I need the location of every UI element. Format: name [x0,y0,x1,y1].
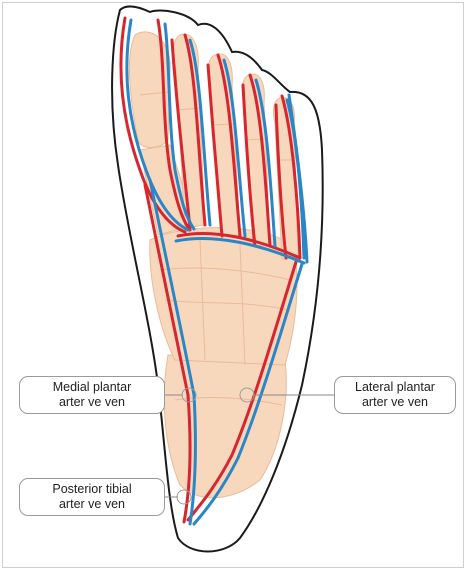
lateral-label-line1: Lateral plantar [355,380,435,395]
medial-label-line1: Medial plantar [53,380,132,395]
posterior-label-line2: arter ve ven [59,497,125,512]
foot-bones [129,32,298,498]
lateral-plantar-callout: Lateral plantar arter ve ven [334,376,456,414]
lateral-label-line2: arter ve ven [362,395,428,410]
posterior-label-line1: Posterior tibial [52,482,131,497]
medial-label-line2: arter ve ven [59,395,125,410]
posterior-tibial-callout: Posterior tibial arter ve ven [19,478,165,516]
medial-plantar-callout: Medial plantar arter ve ven [19,376,165,414]
